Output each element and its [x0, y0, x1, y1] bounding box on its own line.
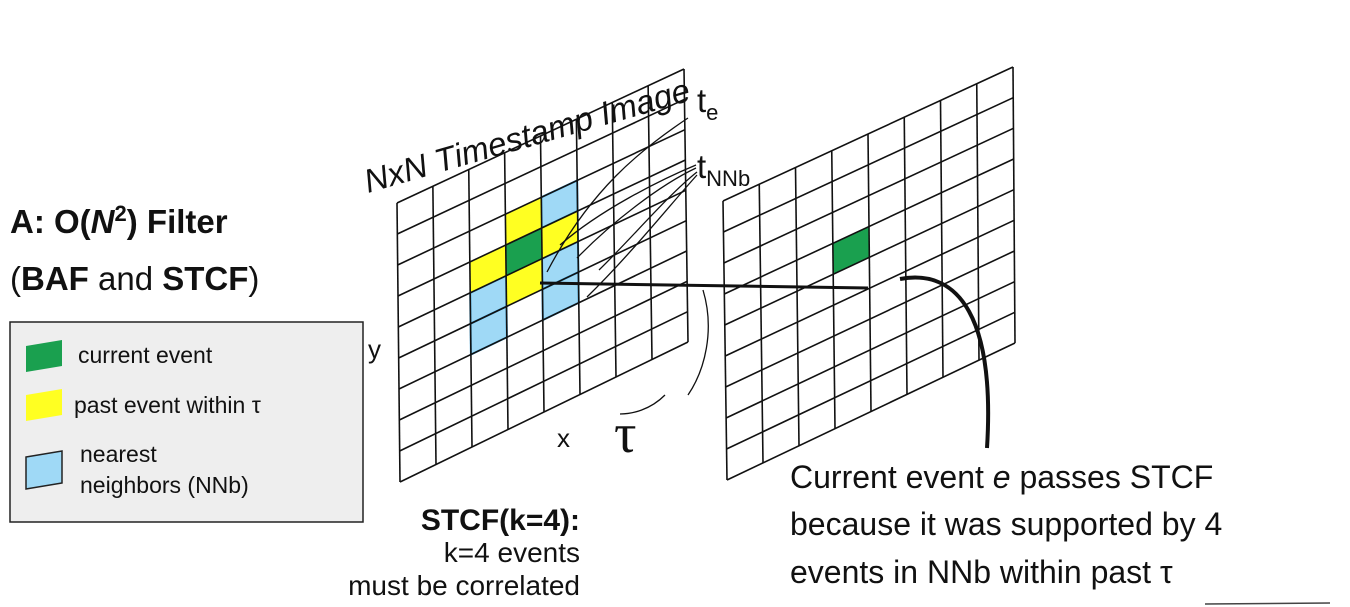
- grid-line-vertical: [683, 68, 689, 343]
- stcf-note-line2: must be correlated: [348, 570, 580, 601]
- legend-label-past: past event within τ: [74, 392, 261, 418]
- cell-current: [505, 228, 543, 276]
- grid-line-vertical: [396, 202, 401, 483]
- grid-line-vertical: [794, 167, 800, 446]
- grid-line-horizontal: [396, 68, 685, 204]
- cell-past: [469, 245, 507, 293]
- subtitle-close: ): [248, 260, 259, 297]
- title-n: N: [91, 203, 116, 240]
- grid-line-vertical: [1012, 66, 1016, 344]
- stcf-note-line1: k=4 events: [444, 537, 580, 568]
- axis-y-label: y: [368, 334, 381, 364]
- grid-line-horizontal: [723, 96, 1014, 233]
- axis-x-label: x: [557, 423, 570, 453]
- svg-text:(BAF and STCF): (BAF and STCF): [10, 260, 259, 297]
- legend-swatch-past: [26, 389, 62, 421]
- grid-line-vertical: [503, 152, 509, 430]
- grid-line-horizontal: [399, 310, 688, 452]
- legend-label-current: current event: [78, 342, 213, 368]
- result-line3: events in NNb within past τ: [790, 554, 1173, 590]
- legend-label-nn-1: nearest: [80, 441, 157, 467]
- grid-line-vertical: [647, 85, 653, 360]
- subtitle-open: (: [10, 260, 21, 297]
- grid-line-horizontal: [398, 250, 688, 390]
- grid-line-horizontal: [726, 342, 1016, 481]
- tau-bracket-lower: [619, 394, 666, 415]
- cell-current: [832, 226, 870, 275]
- cell-past: [505, 197, 542, 245]
- grid-line-horizontal: [398, 219, 687, 359]
- tau-bracket-upper: [687, 289, 709, 396]
- grid-line-horizontal: [398, 280, 688, 421]
- legend: current event past event within τ neares…: [9, 321, 364, 523]
- diagram-title: A: O(N2) Filter (BAF and STCF): [10, 201, 259, 297]
- legend-box: [9, 321, 364, 523]
- callout-line-te: [546, 117, 689, 273]
- callout-tnnb: tNNb: [697, 148, 750, 191]
- callout-line-nnb-1: [559, 164, 697, 246]
- grid-line-vertical: [539, 135, 545, 413]
- grid-line-horizontal: [397, 189, 687, 328]
- title-prefix: A: O(: [10, 203, 91, 240]
- subtitle-and: and: [89, 260, 162, 297]
- grid-line-vertical: [758, 184, 764, 463]
- grid-line-horizontal: [724, 219, 1015, 357]
- callout-line-nnb-2: [576, 167, 697, 259]
- grid-line-vertical: [830, 150, 836, 429]
- grid-line-vertical: [432, 186, 437, 465]
- grid-line-horizontal: [397, 159, 686, 297]
- cell-past: [541, 211, 578, 259]
- grid-line-vertical: [867, 133, 872, 412]
- legend-swatch-nn: [25, 450, 63, 490]
- cell-past: [506, 258, 543, 307]
- result-pointer-line: [899, 275, 991, 449]
- grid-line-vertical: [903, 117, 908, 395]
- subtitle-stcf: STCF: [162, 260, 248, 297]
- grid-line-horizontal: [723, 158, 1015, 295]
- grid-line-vertical: [939, 100, 944, 378]
- grid-line-horizontal: [723, 127, 1014, 264]
- title-exp: 2: [115, 201, 127, 226]
- grid-line-horizontal: [396, 98, 685, 235]
- result-line2: because it was supported by 4: [790, 506, 1222, 542]
- stcf-note-head: STCF(k=4):: [421, 504, 580, 537]
- result-text: Current event e passes STCF because it w…: [790, 459, 1222, 590]
- grid-line-horizontal: [726, 311, 1016, 450]
- legend-swatch-current: [26, 340, 62, 372]
- subtitle-baf: BAF: [21, 260, 89, 297]
- stcf-note: STCF(k=4): k=4 events must be correlated: [348, 504, 580, 601]
- callout-line-nnb-4: [586, 174, 698, 298]
- grid-line-vertical: [467, 169, 473, 448]
- legend-label-nn-2: neighbors (NNb): [80, 472, 249, 498]
- callout-line-nnb-3: [598, 171, 698, 271]
- grid-line-horizontal: [399, 341, 689, 483]
- result-line1: Current event e passes STCF: [790, 459, 1213, 495]
- grid-line-vertical: [722, 200, 728, 481]
- grid-line-horizontal: [724, 188, 1015, 326]
- grid-line-horizontal: [725, 250, 1015, 388]
- grid-line-vertical: [611, 102, 617, 378]
- title-suffix: ) Filter: [127, 203, 228, 240]
- callout-te: te: [697, 82, 718, 125]
- tau-label: τ: [614, 403, 637, 465]
- svg-text:A: O(N2) Filter: A: O(N2) Filter: [10, 201, 228, 240]
- grid-line-horizontal: [722, 66, 1014, 202]
- grid-line-horizontal: [397, 128, 686, 266]
- edge-mark: [1204, 602, 1331, 605]
- grid-line-vertical: [975, 83, 980, 361]
- timestamp-grid-b: [722, 66, 1016, 481]
- event-link-line: [539, 281, 869, 290]
